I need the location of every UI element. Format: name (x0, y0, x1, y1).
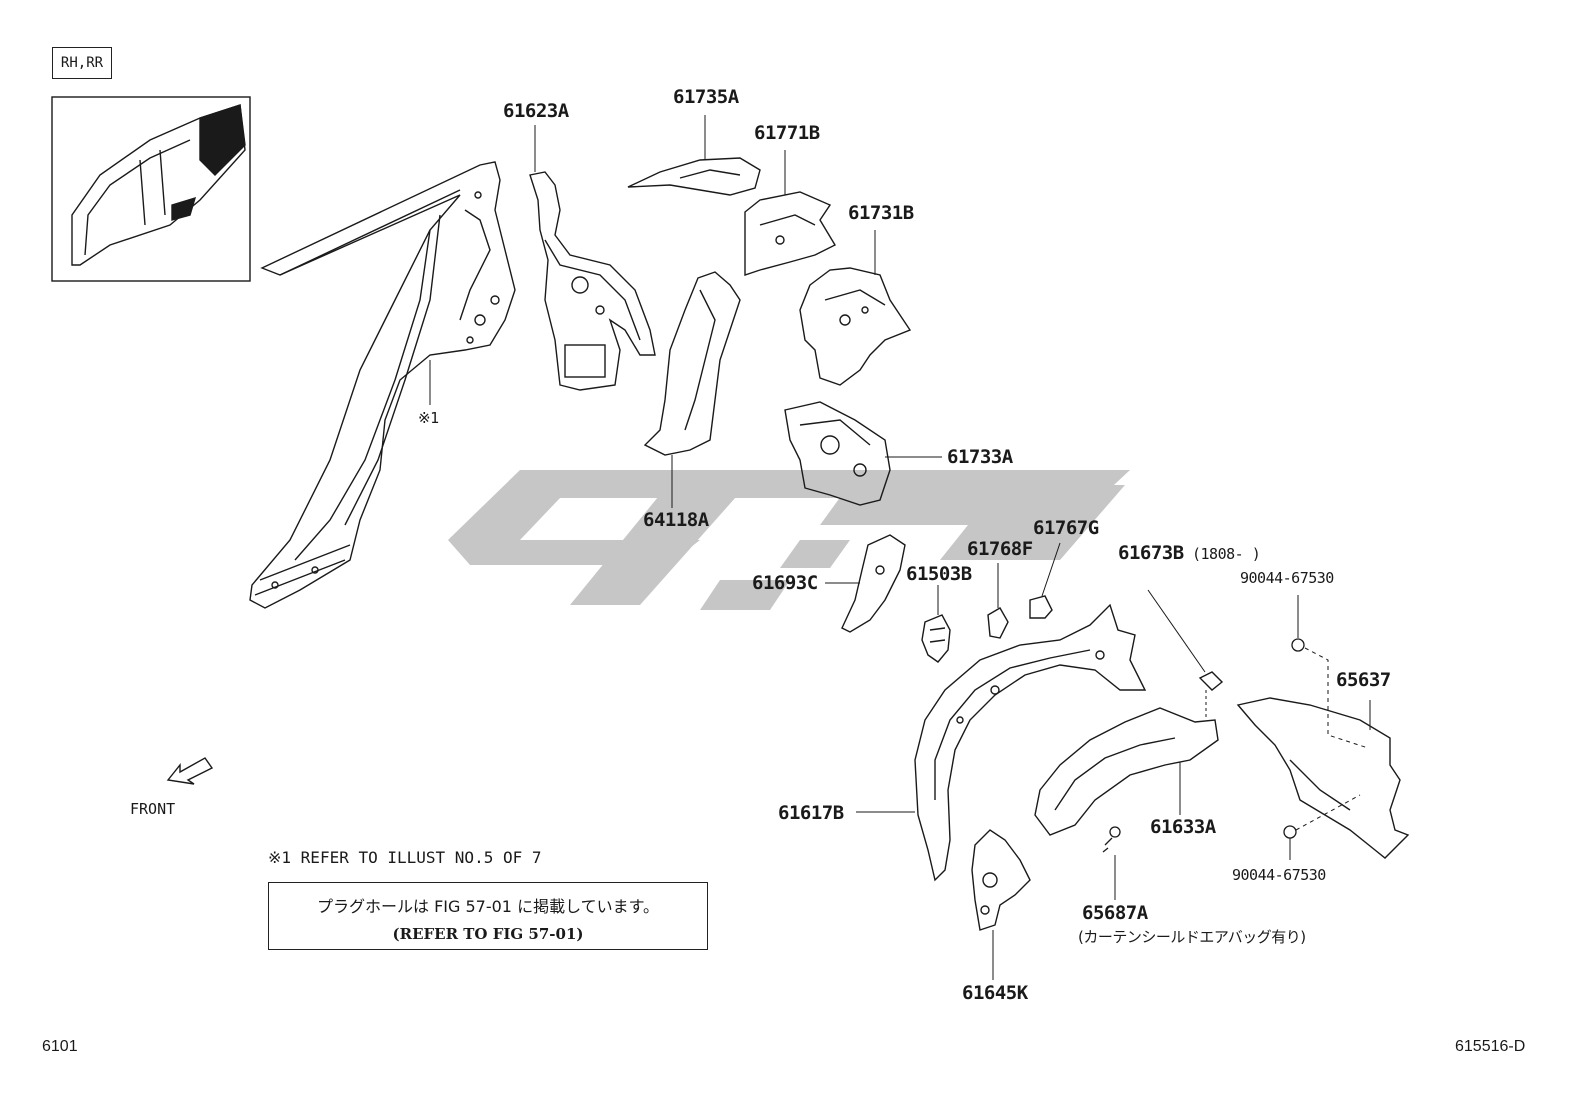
part-61673B (1198, 671, 1224, 691)
part-65637 (1236, 697, 1410, 859)
part-61767G (1029, 595, 1053, 619)
label-61771B: 61771B (754, 122, 820, 144)
quarter-panel (249, 161, 516, 609)
label-61673B-date: (1808- ) (1192, 545, 1261, 563)
label-61503B: 61503B (906, 563, 972, 585)
part-64118A (643, 271, 741, 456)
part-61735A (627, 157, 761, 196)
label-61633A: 61633A (1150, 816, 1216, 838)
part-61731B (799, 267, 912, 386)
label-90044-top: 90044-67530 (1240, 569, 1334, 587)
label-64118A: 64118A (643, 509, 709, 531)
part-61503B (921, 614, 951, 663)
clip-90044-bottom (1283, 794, 1361, 860)
label-61617B: 61617B (778, 802, 844, 824)
front-label: FRONT (130, 800, 176, 818)
label-61623A: 61623A (503, 100, 569, 122)
label-61767G: 61767G (1033, 517, 1099, 539)
label-65637: 65637 (1336, 669, 1391, 691)
plug-hole-note-en: (REFER TO FIG 57-01) (392, 925, 584, 943)
part-61623A (529, 171, 656, 391)
inset-view (51, 96, 251, 282)
label-65687A-note: (カーテンシールドエアバッグ有り) (1078, 928, 1306, 946)
label-61645K: 61645K (962, 982, 1028, 1004)
part-61693C (841, 534, 906, 633)
part-65687A (1102, 826, 1121, 853)
part-61633A (1034, 707, 1219, 836)
label-61768F: 61768F (967, 538, 1033, 560)
label-61735A: 61735A (673, 86, 739, 108)
illustration-code: 615516-D (1455, 1038, 1526, 1055)
watermark-logo (448, 470, 1130, 610)
part-61617B (914, 603, 1147, 882)
part-61771B (744, 191, 836, 276)
clip-90044-top (1291, 595, 1369, 749)
page-number: 6101 (42, 1038, 78, 1055)
part-61733A (784, 401, 891, 506)
label-65687A: 65687A (1082, 902, 1148, 924)
plug-hole-note-jp: プラグホールは FIG 57-01 に掲載しています。 (317, 897, 659, 916)
front-arrow-icon (166, 757, 214, 785)
label-61673B: 61673B (1118, 542, 1184, 564)
part-61645K (971, 829, 1031, 931)
reference-note: ※1 REFER TO ILLUST NO.5 OF 7 (268, 848, 542, 867)
label-61693C: 61693C (752, 572, 818, 594)
ref-mark: ※1 (418, 409, 439, 427)
plug-hole-note: プラグホールは FIG 57-01 に掲載しています。 (REFER TO FI… (268, 882, 708, 950)
label-61733A: 61733A (947, 446, 1013, 468)
label-90044-bottom: 90044-67530 (1232, 866, 1326, 884)
view-tag: RH,RR (52, 47, 112, 79)
label-61731B: 61731B (848, 202, 914, 224)
part-61768F (987, 607, 1009, 639)
